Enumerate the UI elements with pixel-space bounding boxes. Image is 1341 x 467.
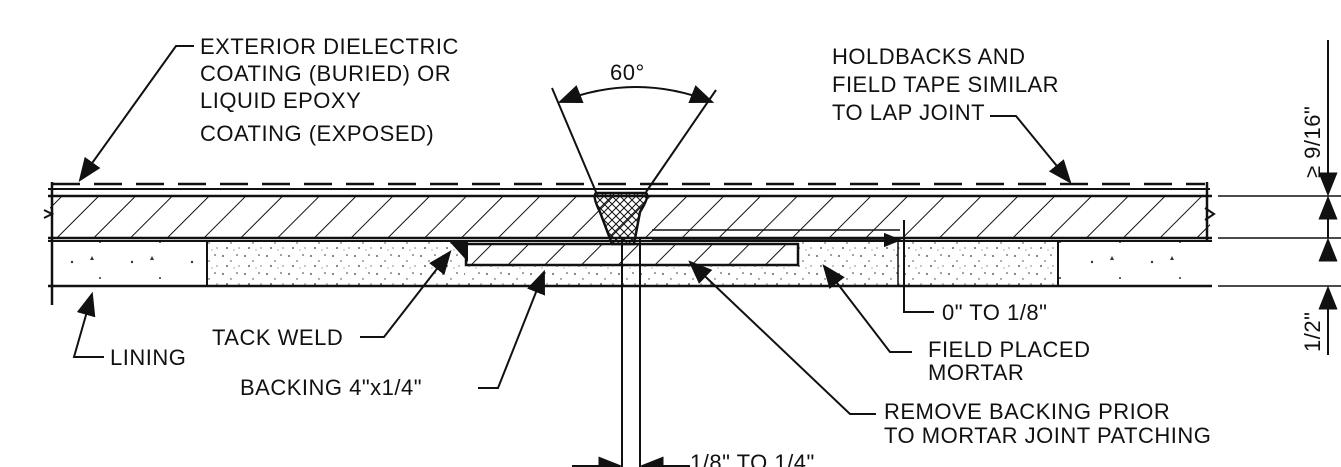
exterior-coating: [48, 182, 1210, 190]
root-gap-label: 1/8" TO 1/4": [690, 450, 815, 467]
tack-weld-label: TACK WELD: [212, 325, 343, 350]
bevel-angle-label: 60°: [610, 60, 645, 85]
bevel-angle-dimension: [551, 85, 717, 193]
coating-label-line-2: COATING (BURIED) OR: [200, 61, 451, 86]
top-thickness-label: ≥ 9/16": [1300, 106, 1325, 178]
mortar-label-line-2: MORTAR: [928, 360, 1024, 385]
lining-label: LINING: [110, 345, 186, 370]
backing-callout: BACKING 4"x1/4": [240, 269, 545, 400]
coating-label-line-4: COATING (EXPOSED): [200, 121, 434, 146]
mortar-label-line-1: FIELD PLACED: [928, 337, 1091, 362]
backing-strip: [448, 240, 800, 285]
gap-label: 0" TO 1/8": [942, 300, 1047, 325]
thickness-dimensions: [1218, 40, 1341, 355]
root-gap-callout: 1/8" TO 1/4": [572, 450, 815, 467]
gap-callout: 0" TO 1/8": [652, 220, 1047, 325]
remove-backing-label-line-2: TO MORTAR JOINT PATCHING: [884, 423, 1211, 448]
coating-callout: EXTERIOR DIELECTRIC COATING (BURIED) OR …: [78, 34, 459, 182]
mortar-lining: [48, 240, 1212, 288]
holdbacks-callout: HOLDBACKS AND FIELD TAPE SIMILAR TO LAP …: [832, 44, 1072, 184]
tack-weld-callout: TACK WELD: [212, 250, 452, 350]
holdbacks-label-line-1: HOLDBACKS AND: [832, 44, 1026, 69]
holdbacks-label-line-2: FIELD TAPE SIMILAR: [832, 72, 1059, 97]
holdbacks-label-line-3: TO LAP JOINT: [832, 100, 985, 125]
coating-label-line-3: LIQUID EPOXY: [200, 88, 361, 113]
mortar-callout: FIELD PLACED MORTAR: [822, 264, 1091, 385]
bottom-thickness-label: 1/2": [1300, 312, 1325, 352]
joint-gap-lines: [621, 238, 641, 467]
remove-backing-label-line-1: REMOVE BACKING PRIOR: [884, 399, 1170, 424]
lining-callout: LINING: [72, 291, 186, 370]
coating-label-line-1: EXTERIOR DIELECTRIC: [200, 34, 459, 59]
backing-label: BACKING 4"x1/4": [240, 375, 422, 400]
remove-backing-callout: REMOVE BACKING PRIOR TO MORTAR JOINT PAT…: [688, 260, 1211, 448]
